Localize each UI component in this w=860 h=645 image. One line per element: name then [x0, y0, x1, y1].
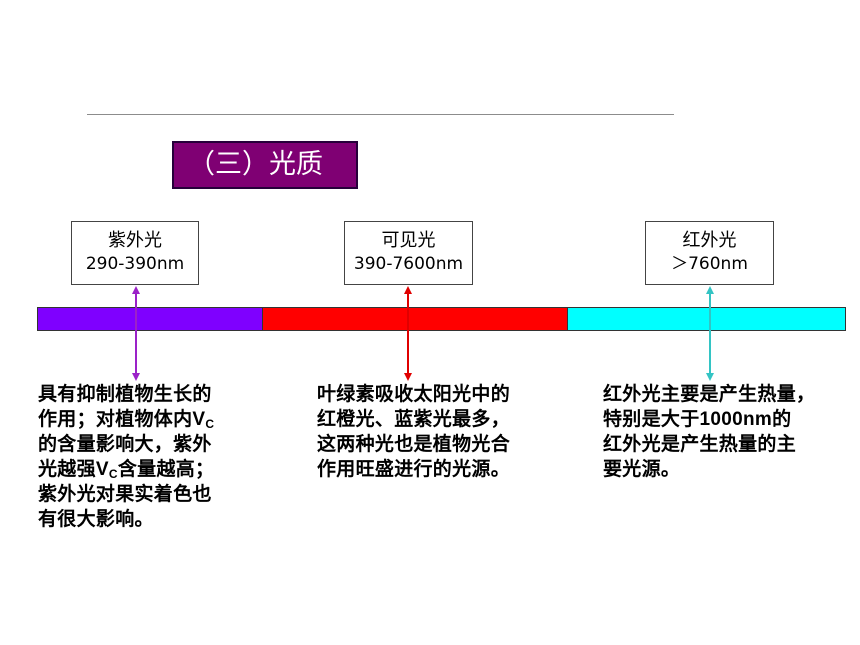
top-divider-line	[87, 114, 674, 115]
visible-desc-line-3: 这两种光也是植物光合	[317, 433, 511, 455]
ir-description: 红外光主要是产生热量， 特别是大于1000nm的 红外光是产生热量的主 要光源。	[603, 382, 859, 482]
uv-segment	[38, 308, 262, 330]
uv-description: 具有抑制植物生长的 作用；对植物体内VC 的含量影响大，紫外 光越强VC含量越高…	[38, 382, 278, 532]
visible-desc-line-2: 红橙光、蓝紫光最多，	[317, 408, 511, 430]
ir-desc-line-1: 红外光主要是产生热量，	[603, 383, 816, 405]
ir-band-name: 红外光	[682, 230, 737, 250]
uv-desc-line-6: 有很大影响。	[38, 508, 154, 530]
visible-segment	[262, 308, 567, 330]
visible-desc-line-4: 作用旺盛进行的光源。	[317, 458, 511, 480]
uv-desc-line-1: 具有抑制植物生长的	[38, 383, 212, 405]
ir-desc-line-4: 要光源。	[603, 458, 681, 480]
visible-label-box: 可见光 390-7600nm	[344, 221, 473, 285]
visible-band-name: 可见光	[381, 230, 436, 250]
visible-desc-line-1: 叶绿素吸收太阳光中的	[317, 383, 511, 405]
uv-label-box: 紫外光 290-390nm	[71, 221, 199, 285]
uv-band-name: 紫外光	[108, 230, 162, 250]
ir-desc-line-2: 特别是大于1000nm的	[603, 408, 792, 430]
ir-desc-line-3: 红外光是产生热量的主	[603, 433, 797, 455]
ir-band-range: ＞760nm	[671, 254, 748, 274]
visible-description: 叶绿素吸收太阳光中的 红橙光、蓝紫光最多， 这两种光也是植物光合 作用旺盛进行的…	[317, 382, 577, 482]
uv-desc-line-2: 作用；对植物体内VC	[38, 408, 215, 431]
uv-band-range: 290-390nm	[85, 254, 185, 274]
uv-desc-line-5: 紫外光对果实着色也	[38, 483, 212, 505]
uv-desc-line-4: 光越强VC含量越高；	[38, 458, 215, 481]
ir-label-box: 红外光 ＞760nm	[645, 221, 774, 285]
visible-band-range: 390-7600nm	[353, 254, 464, 274]
uv-desc-line-3: 的含量影响大，紫外	[38, 433, 212, 455]
spectrum-bar	[37, 307, 846, 331]
section-title: （三）光质	[172, 141, 358, 189]
